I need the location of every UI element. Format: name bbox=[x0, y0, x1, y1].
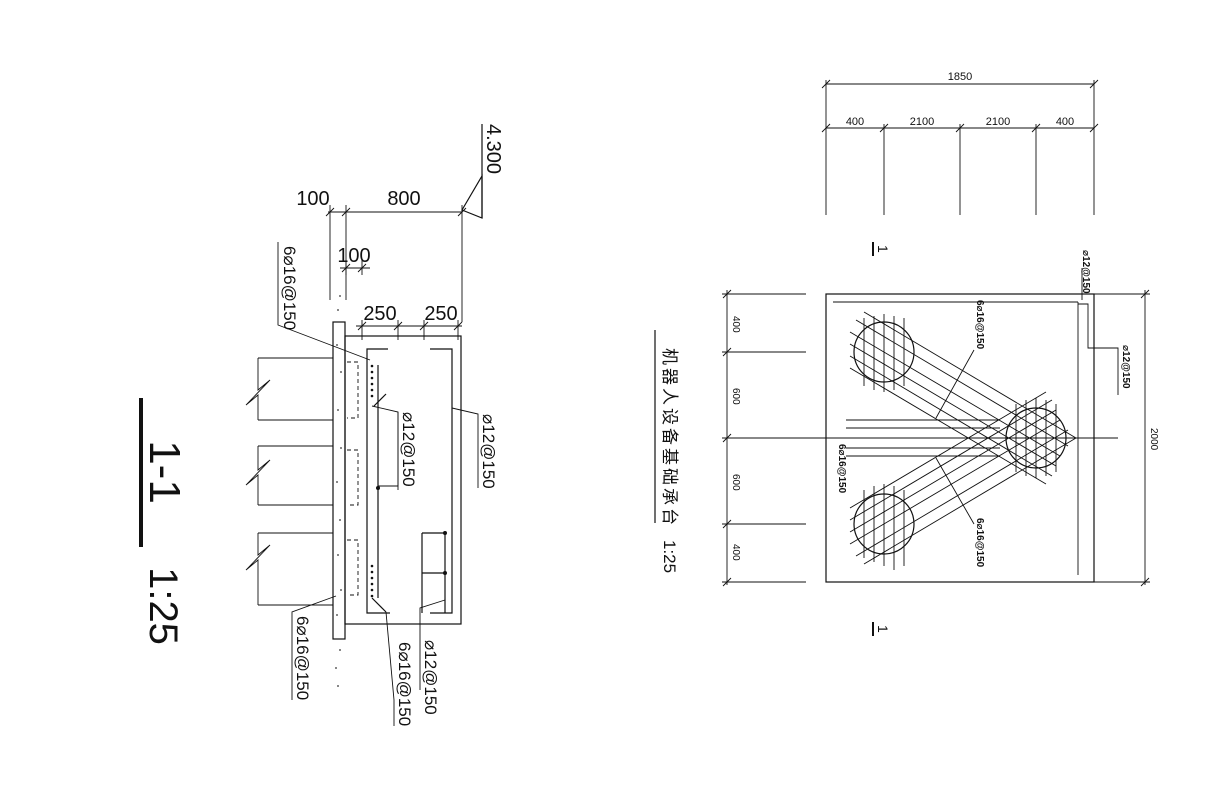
section-title: 1-1 bbox=[140, 440, 189, 504]
plan-leaders bbox=[935, 268, 1119, 525]
rebar-label-bottom-right: ⌀12@150 bbox=[421, 640, 440, 715]
plan-rebar-right: ⌀12@150 bbox=[1120, 345, 1131, 389]
plan-left-dim-1: 400 bbox=[730, 316, 741, 333]
plan-rebar-diag-top: 6⌀16@150 bbox=[974, 300, 985, 350]
plan-title: 机器人设备基础承台 bbox=[659, 348, 679, 528]
plan-rebar-diag-bottom: 6⌀16@150 bbox=[974, 518, 985, 568]
plan-view: 机器人设备基础承台 1:25 1850 400 2100 2100 400 bbox=[654, 71, 1159, 636]
dim-e: 250 bbox=[424, 303, 457, 325]
plan-right-dim: 2000 bbox=[1148, 428, 1159, 451]
rebar-label-right: ⌀12@150 bbox=[479, 414, 498, 489]
pile-break-lines bbox=[245, 357, 333, 606]
rebar-label-mid: ⌀12@150 bbox=[399, 412, 418, 487]
section-dimensions bbox=[325, 205, 467, 340]
plan-scale: 1:25 bbox=[660, 540, 679, 573]
section-scale: 1:25 bbox=[141, 567, 185, 645]
rebar-label-bottom-mid: 6⌀16@150 bbox=[395, 642, 414, 726]
plan-diagonal-bars-upper bbox=[849, 311, 1077, 485]
rebar-leaders bbox=[277, 242, 479, 726]
plan-dim-3: 2100 bbox=[986, 116, 1010, 128]
plan-top-dimensions bbox=[821, 79, 1099, 215]
plan-dim-2: 2100 bbox=[910, 116, 934, 128]
plan-horizontal-bars bbox=[846, 419, 1000, 457]
wall-dashes bbox=[347, 361, 359, 596]
plan-left-dim-2: 600 bbox=[730, 388, 741, 405]
dim-a: 100 bbox=[296, 188, 329, 210]
plan-rebar-center-left: 6⌀16@150 bbox=[836, 444, 847, 494]
cut-label-top: 1 bbox=[875, 245, 891, 253]
elevation-value: 4.300 bbox=[482, 124, 504, 174]
plan-dim-4: 400 bbox=[1056, 116, 1074, 128]
dim-c: 100 bbox=[337, 245, 370, 267]
plan-left-dim-3: 600 bbox=[730, 474, 741, 491]
plan-right-dimension bbox=[1094, 289, 1150, 587]
elevation-marker bbox=[461, 124, 483, 219]
cut-label-bottom: 1 bbox=[875, 625, 891, 633]
rebar-label-top-left: 6⌀16@150 bbox=[280, 246, 299, 330]
rebar-label-bottom-left: 6⌀16@150 bbox=[293, 616, 312, 700]
wall-slab bbox=[332, 321, 346, 640]
plan-vertical-bars bbox=[863, 314, 1057, 570]
plan-diagonal-bars-lower bbox=[849, 391, 1077, 565]
plan-left-dim-4: 400 bbox=[730, 544, 741, 561]
plan-dim-total: 1850 bbox=[948, 71, 972, 83]
plan-dim-1: 400 bbox=[846, 116, 864, 128]
dim-d: 250 bbox=[363, 303, 396, 325]
dim-b: 800 bbox=[387, 188, 420, 210]
rebar-dots bbox=[370, 364, 447, 598]
wall-hatch-dots bbox=[335, 295, 342, 687]
section-view: 1-1 1:25 bbox=[139, 124, 504, 726]
pile-cap-outline bbox=[344, 335, 462, 625]
plan-rebar-top: ⌀12@150 bbox=[1080, 250, 1091, 294]
